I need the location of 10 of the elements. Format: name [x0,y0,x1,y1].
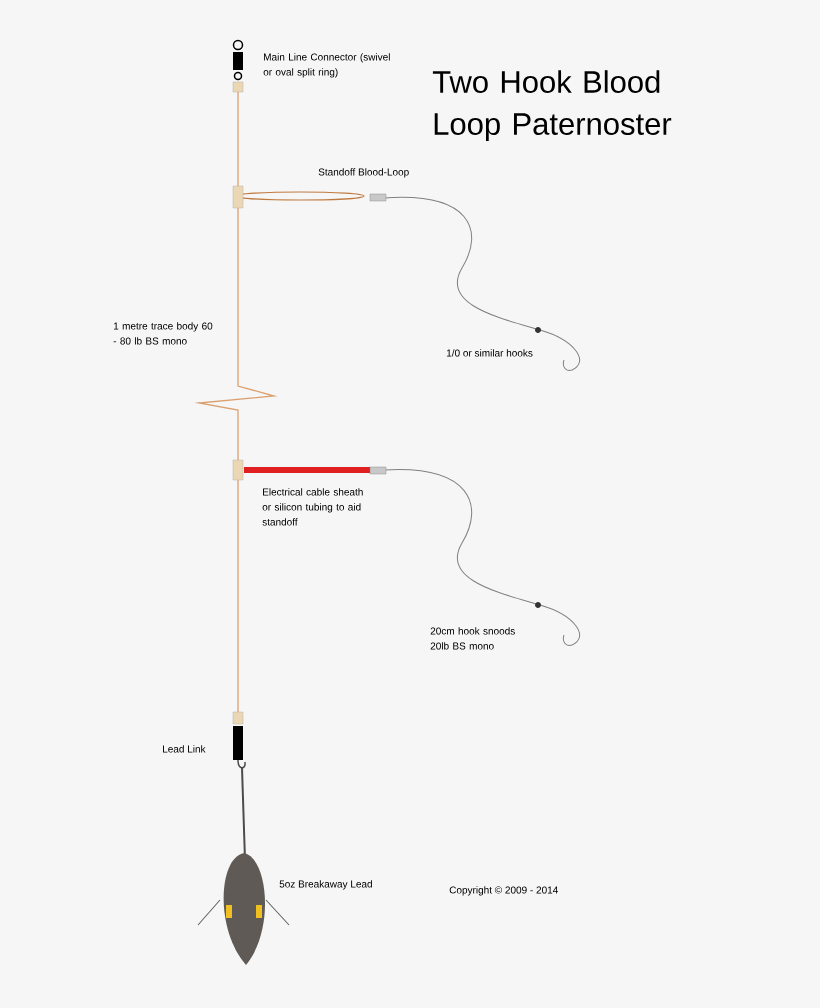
part-label: Lead Link [163,745,206,753]
copyright-note: Copyright © 2009 - 2014 [449,886,558,896]
part-label: Main Line Connector (swivel or oval split ring) [263,53,390,78]
part-label: Standoff Blood-Loop [318,168,409,178]
part-label: 1 metre trace body 60 - 80 lb BS mono [113,322,213,345]
part-label: Electrical cable sheath or silicon tubing to aid standoff [262,488,363,526]
part-label: 5oz Breakaway Lead [279,880,372,890]
title: Two Hook Blood Loop Paternoster [432,70,672,142]
part-label: 1/0 or similar hooks [446,349,533,357]
part-label: 20cm hook snoods 20lb BS mono [430,627,515,650]
